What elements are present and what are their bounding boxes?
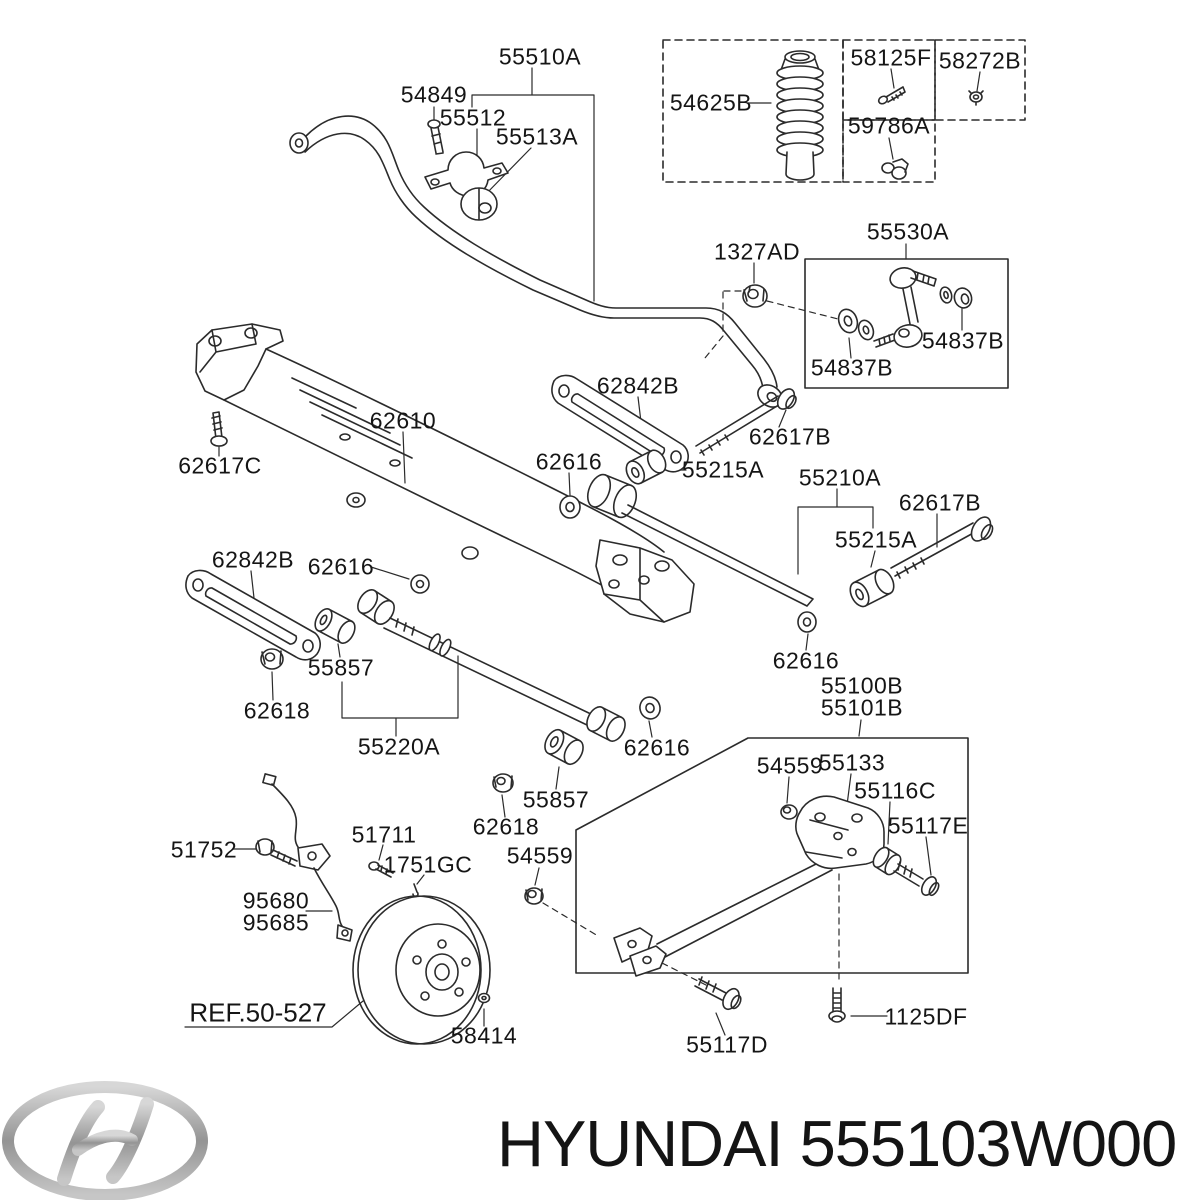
part-label-55133: 55133 xyxy=(818,749,886,776)
bushing-55857-bottom-drawing xyxy=(544,728,584,766)
bolt-51752-drawing xyxy=(255,838,298,867)
nut-54559-left-drawing xyxy=(524,887,544,905)
nut-62618-bottom-drawing xyxy=(492,773,514,793)
washer-62616-b-hole xyxy=(415,579,425,589)
stabilizer-bar-drawing xyxy=(289,115,783,408)
bolt-58414-drawing xyxy=(477,992,491,1004)
lateral-arm-upper-drawing xyxy=(551,374,689,473)
part-label-62842B-2: 62842B xyxy=(211,546,295,573)
crossmember-drawing xyxy=(195,323,695,623)
part-label-62617B-2: 62617B xyxy=(898,489,982,516)
part-label-62610: 62610 xyxy=(369,407,437,434)
bolt-55117D-drawing xyxy=(694,976,742,1011)
part-label-95680: 95680 xyxy=(242,887,310,914)
part-label-55510A: 55510A xyxy=(498,43,582,70)
axle-assembly-box-drawing xyxy=(575,737,969,977)
part-label-62617C: 62617C xyxy=(178,452,262,479)
trailing-rod-55210A-drawing xyxy=(586,473,814,607)
bushing-55215A-right-drawing xyxy=(849,568,895,608)
main-part-number: 555103W000 xyxy=(799,1107,1178,1180)
part-label-62618-2: 62618 xyxy=(472,813,540,840)
stabilizer-clamp-drawing xyxy=(424,119,509,221)
part-label-59786A: 59786A xyxy=(847,112,931,139)
rod-55220A-drawing xyxy=(357,589,626,742)
part-label-62616-4: 62616 xyxy=(772,647,840,674)
part-label-58125F: 58125F xyxy=(850,44,932,71)
shock-dust-cover-drawing xyxy=(776,50,824,181)
part-label-54625B: 54625B xyxy=(669,89,753,116)
hyundai-logo xyxy=(2,1081,208,1200)
part-label-55530A: 55530A xyxy=(866,218,950,245)
small-fasteners-inset-drawing xyxy=(877,86,984,180)
washer-62616-a-hole xyxy=(565,501,575,513)
part-label-62616-1: 62616 xyxy=(535,448,603,475)
washer-62616-a-drawing xyxy=(559,495,581,519)
part-label-62842B-1: 62842B xyxy=(596,372,680,399)
reference-link[interactable]: REF.50-527 xyxy=(189,997,327,1028)
washer-62616-c-drawing xyxy=(797,611,817,633)
part-label-55117D: 55117D xyxy=(686,1031,768,1058)
part-label-95685: 95685 xyxy=(242,909,310,936)
part-label-55101B: 55101B xyxy=(820,694,904,721)
part-label-62616-3: 62616 xyxy=(623,734,691,761)
bolt-1125DF-drawing xyxy=(828,987,846,1023)
stabilizer-link-box-drawing xyxy=(804,258,1009,389)
brand-name: HYUNDAI xyxy=(497,1107,784,1180)
part-label-62617B-1: 62617B xyxy=(748,423,832,450)
lateral-arm-lower-drawing xyxy=(185,569,321,661)
part-label-55513A: 55513A xyxy=(495,123,579,150)
washer-62616-c-hole xyxy=(802,617,812,627)
footer-title: HYUNDAI 555103W000 xyxy=(497,1106,1197,1181)
part-label-55215A-1: 55215A xyxy=(681,456,765,483)
leader-lines xyxy=(184,67,981,1036)
part-label-55117E: 55117E xyxy=(887,812,969,839)
part-label-54849: 54849 xyxy=(400,81,468,108)
part-label-54837B-1: 54837B xyxy=(810,354,894,381)
part-label-62618-1: 62618 xyxy=(243,697,311,724)
part-label-55210A: 55210A xyxy=(798,464,882,491)
bolt-51711-drawing xyxy=(368,861,394,878)
bushing-55215A-upper-drawing xyxy=(625,449,667,485)
part-label-55857-2: 55857 xyxy=(522,786,590,813)
part-label-54559-1: 54559 xyxy=(506,842,574,869)
nut-62618-left-drawing xyxy=(260,648,284,670)
part-label-54559-2: 54559 xyxy=(756,752,824,779)
part-label-58414: 58414 xyxy=(450,1022,518,1049)
part-label-1327AD: 1327AD xyxy=(713,238,801,265)
washer-62616-d-hole xyxy=(645,702,655,714)
part-label-54837B-2: 54837B xyxy=(921,327,1005,354)
bushing-55857-left-drawing xyxy=(314,608,356,644)
inset-boxes-dashed xyxy=(662,39,1026,183)
part-label-51752: 51752 xyxy=(170,836,238,863)
part-label-58272B: 58272B xyxy=(938,47,1022,74)
bolt-62617B-right-drawing xyxy=(890,516,994,579)
abs-sensor-drawing xyxy=(262,773,353,942)
part-label-62616-2: 62616 xyxy=(307,553,375,580)
part-label-1125DF: 1125DF xyxy=(884,1003,968,1030)
part-label-55116C: 55116C xyxy=(854,777,936,804)
part-label-55215A-2: 55215A xyxy=(834,526,918,553)
part-label-51711: 51711 xyxy=(351,821,417,848)
part-label-55220A: 55220A xyxy=(357,733,441,760)
pin-1751GC-drawing xyxy=(412,883,419,898)
bolt-62617B-upper-drawing xyxy=(695,388,797,456)
nut-1327AD-drawing xyxy=(742,284,768,308)
washer-62616-b-drawing xyxy=(410,574,430,594)
part-label-55512: 55512 xyxy=(439,104,507,131)
washer-62616-d-drawing xyxy=(639,696,661,720)
part-label-55857-1: 55857 xyxy=(307,654,375,681)
part-label-55100B: 55100B xyxy=(820,672,904,699)
part-label-1751GC: 1751GC xyxy=(383,851,473,878)
bolt-62617C-drawing xyxy=(210,411,228,447)
